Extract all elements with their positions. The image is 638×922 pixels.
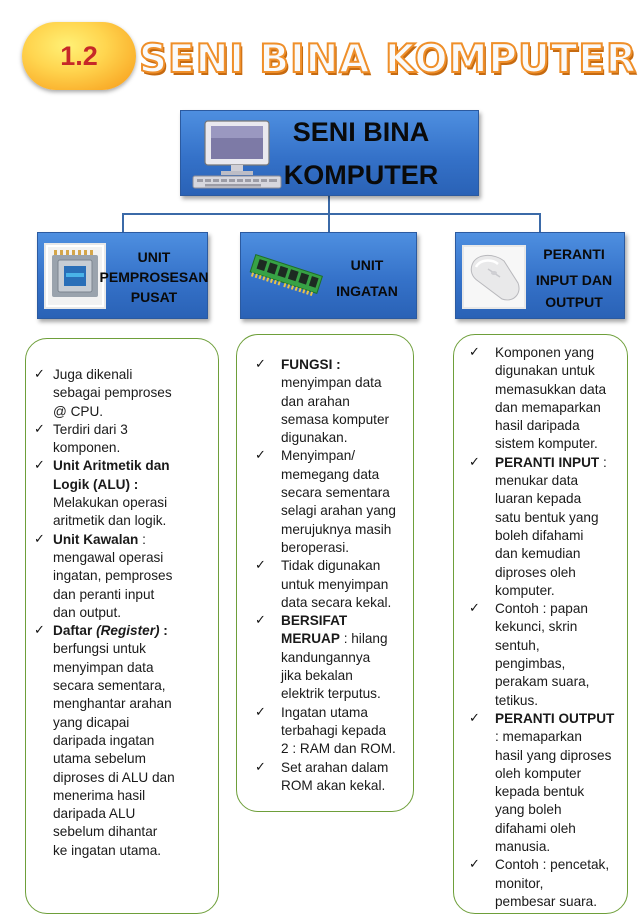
- node-peripherals: PERANTI INPUT DAN OUTPUT: [455, 232, 625, 319]
- cpu-details-list: Juga dikenali sebagai pemproses @ CPU. T…: [34, 366, 216, 860]
- mouse-icon: [464, 247, 524, 307]
- memory-details-list: FUNGSI : menyimpan data dan arahan semas…: [255, 356, 413, 795]
- computer-icon: [192, 120, 282, 189]
- connector-right: [539, 213, 541, 232]
- peripherals-label-line2: INPUT DAN: [535, 272, 613, 288]
- peripherals-label: PERANTI INPUT DAN OUTPUT: [524, 243, 624, 313]
- memory-ram-icon: [249, 254, 324, 296]
- memory-label: UNIT INGATAN: [321, 255, 413, 301]
- list-item: Unit Aritmetik dan Logik (ALU) : Melakuk…: [34, 457, 216, 530]
- peripherals-details-box: Komponen yang digunakan untuk memasukkan…: [453, 334, 628, 914]
- peripherals-label-line1: PERANTI: [543, 246, 605, 262]
- memory-label-line2: INGATAN: [336, 283, 398, 299]
- section-number-badge: 1.2: [22, 22, 136, 90]
- section-number: 1.2: [60, 40, 98, 71]
- root-title-line1: SENI BINA: [292, 117, 430, 147]
- cpu-label-line2: PEMPROSESAN: [99, 269, 209, 285]
- connector-horizontal: [122, 213, 541, 215]
- connector-trunk: [328, 196, 330, 214]
- list-item: Contoh : papan kekunci, skrin sentuh, pe…: [469, 600, 629, 710]
- list-item: Tidak digunakan untuk menyimpan data sec…: [255, 557, 413, 612]
- cpu-chip-icon: [48, 247, 102, 305]
- connector-left: [122, 213, 124, 232]
- connector-middle: [328, 213, 330, 232]
- peripherals-details-list: Komponen yang digunakan untuk memasukkan…: [469, 344, 629, 911]
- list-item: FUNGSI : menyimpan data dan arahan semas…: [255, 356, 413, 447]
- list-item: Komponen yang digunakan untuk memasukkan…: [469, 344, 629, 454]
- cpu-label-line1: UNIT: [137, 249, 171, 265]
- memory-details-box: FUNGSI : menyimpan data dan arahan semas…: [236, 334, 414, 812]
- node-memory: UNIT INGATAN: [240, 232, 417, 319]
- list-item: Daftar (Register) : berfungsi untuk meny…: [34, 622, 216, 860]
- list-item: Contoh : pencetak, monitor, pembesar sua…: [469, 856, 629, 911]
- page-title: SENI BINA KOMPUTER: [138, 36, 638, 83]
- list-item: Unit Kawalan : mengawal operasi ingatan,…: [34, 531, 216, 622]
- cpu-details-box: Juga dikenali sebagai pemproses @ CPU. T…: [25, 338, 219, 914]
- cpu-icon-frame: [44, 243, 106, 309]
- list-item: Juga dikenali sebagai pemproses @ CPU.: [34, 366, 216, 421]
- list-item: PERANTI OUTPUT : memaparkan hasil yang d…: [469, 710, 629, 856]
- list-item: Menyimpan/ memegang data secara sementar…: [255, 447, 413, 557]
- list-item: Terdiri dari 3 komponen.: [34, 421, 216, 458]
- cpu-label: UNIT PEMPROSESAN PUSAT: [98, 247, 210, 307]
- peripherals-label-line3: OUTPUT: [545, 294, 603, 310]
- list-item: PERANTI INPUT : menukar data luaran kepa…: [469, 454, 629, 600]
- node-cpu: UNIT PEMPROSESAN PUSAT: [37, 232, 208, 319]
- list-item: Ingatan utama terbahagi kepada 2 : RAM d…: [255, 704, 413, 759]
- cpu-label-line3: PUSAT: [130, 289, 178, 305]
- root-title: SENI BINA KOMPUTER: [281, 111, 441, 197]
- list-item: BERSIFAT MERUAP : hilang kandungannya ji…: [255, 612, 413, 703]
- root-title-line2: KOMPUTER: [283, 160, 439, 190]
- mouse-icon-frame: [462, 245, 526, 309]
- list-item: Set arahan dalam ROM akan kekal.: [255, 759, 413, 796]
- root-node: SENI BINA KOMPUTER: [180, 110, 479, 196]
- memory-label-line1: UNIT: [350, 257, 384, 273]
